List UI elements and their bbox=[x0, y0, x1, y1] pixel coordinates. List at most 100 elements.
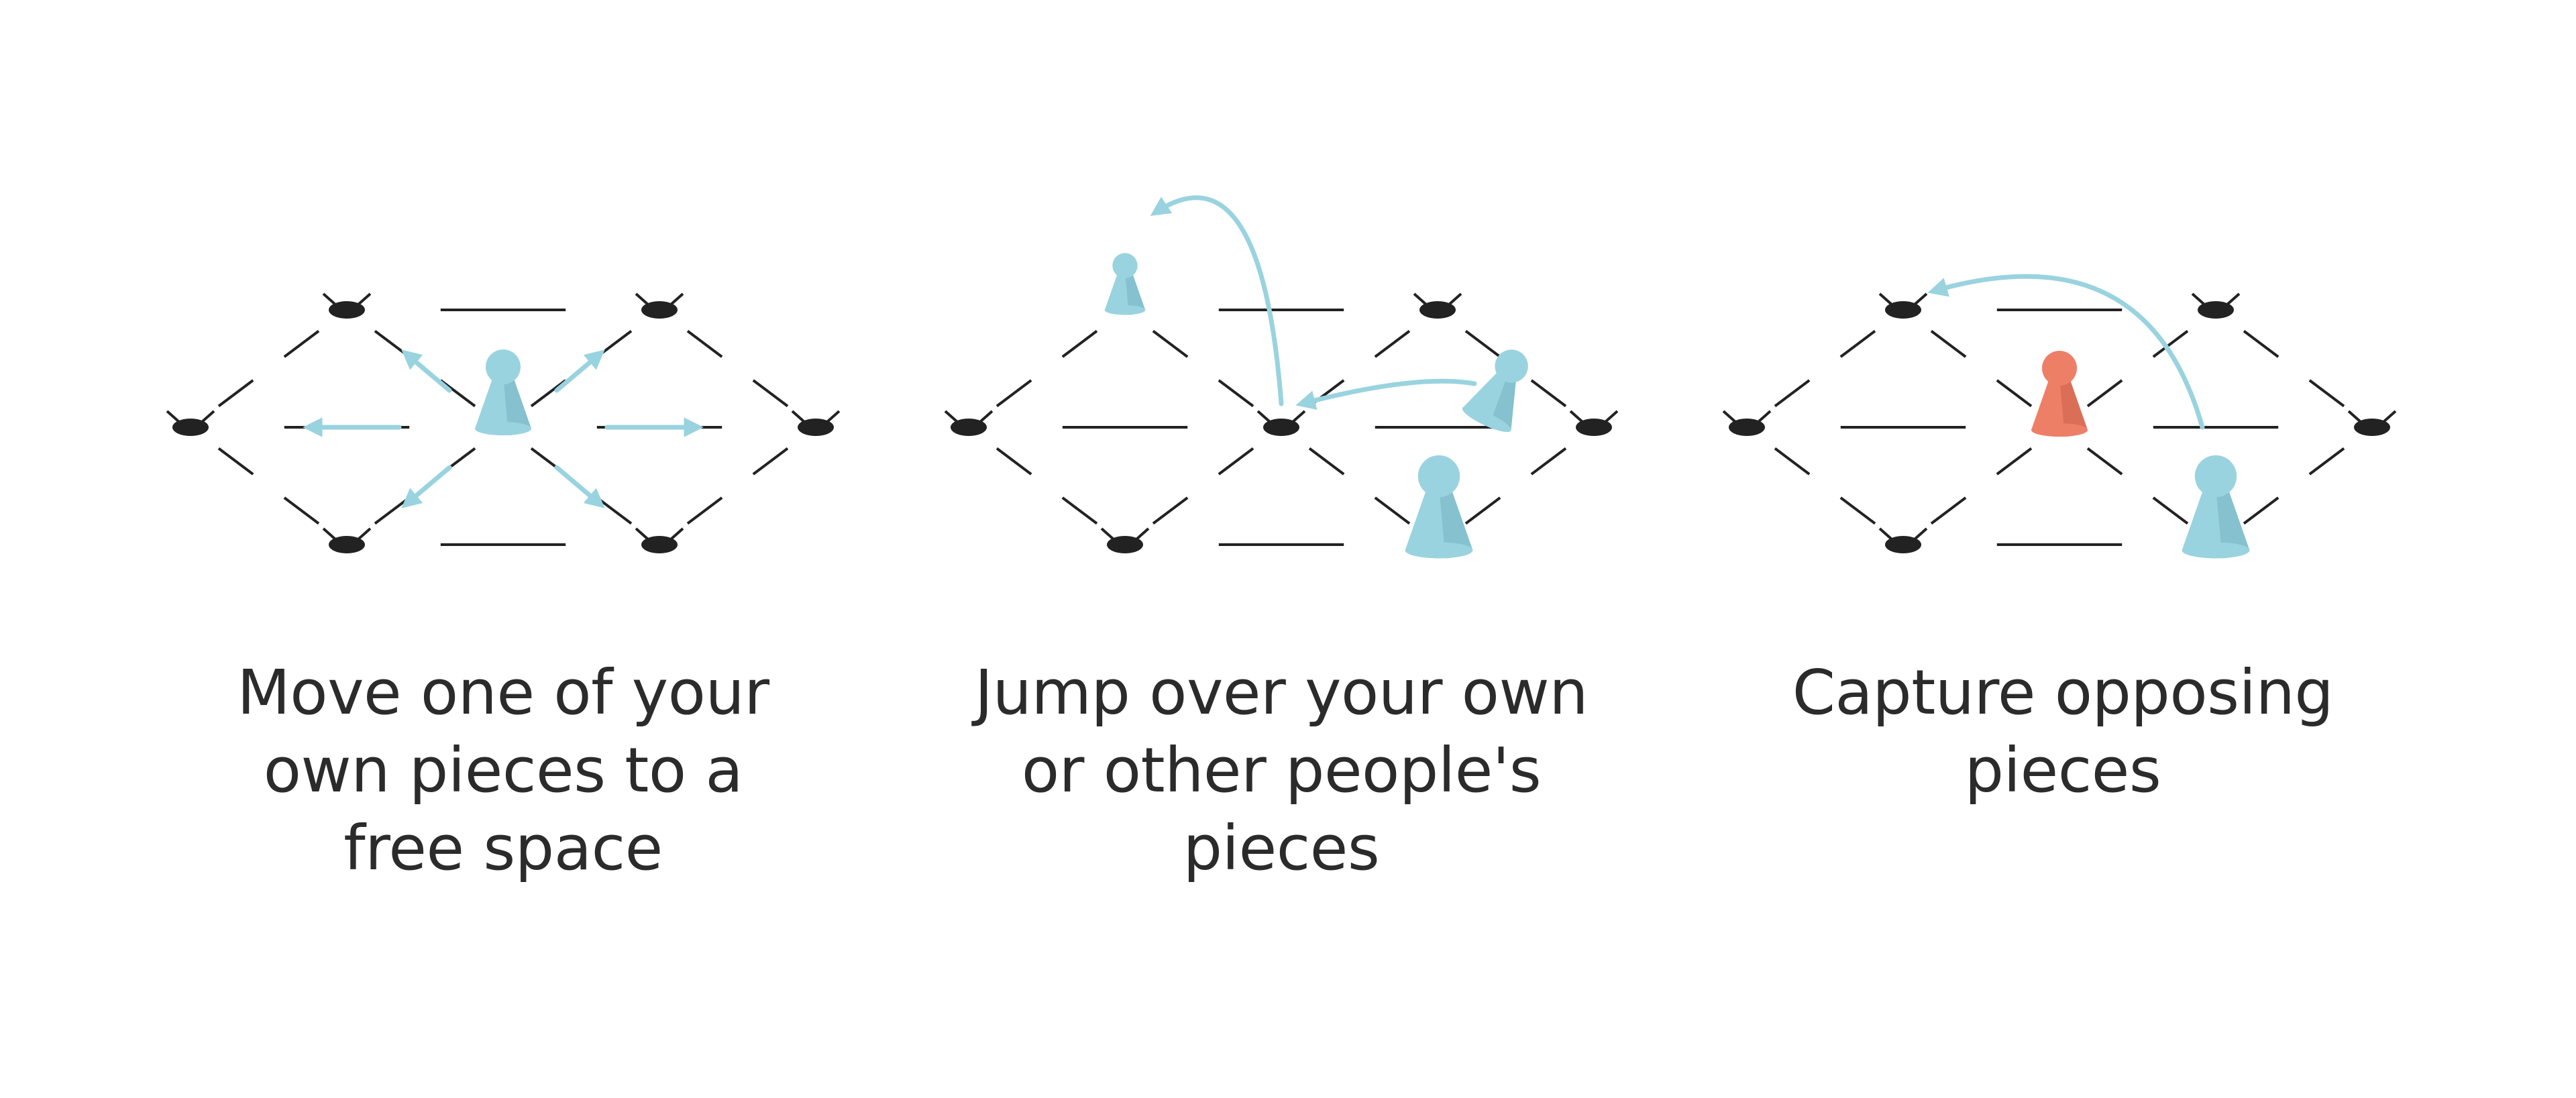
board-node-l-stub-a bbox=[166, 410, 186, 429]
own-piece-large-head bbox=[1417, 455, 1460, 498]
board-node-bl-stub-b bbox=[351, 527, 372, 546]
board-edge-5-dash-2 bbox=[1839, 496, 1876, 525]
panel-capture bbox=[1722, 274, 2397, 559]
own-piece-landed-head bbox=[1112, 253, 1138, 278]
board-edge-1-dash-2 bbox=[283, 329, 320, 358]
board-node-r-stub-b bbox=[2376, 410, 2397, 429]
board-edge-6-dash-2 bbox=[1218, 447, 1254, 476]
arrow-jump-short bbox=[1295, 378, 1477, 410]
board-node-l-stub-a bbox=[944, 410, 965, 429]
own-piece-shade bbox=[503, 375, 531, 435]
own-piece-large-base bbox=[1405, 542, 1473, 559]
own-piece-base bbox=[475, 422, 531, 435]
own-piece-large bbox=[1405, 455, 1473, 559]
board-edge-2-dash-1 bbox=[1930, 329, 1967, 358]
board-edge-5-dash-1 bbox=[1774, 447, 1811, 476]
own-piece-landed-base bbox=[1104, 305, 1146, 315]
board-edge-8-dash-1 bbox=[686, 496, 723, 525]
board-node-l-stub-b bbox=[973, 410, 994, 429]
board-edge-4-dash-2 bbox=[752, 379, 789, 408]
board-edge-4-dash-1 bbox=[2243, 329, 2279, 358]
own-piece-jumping-base bbox=[1462, 406, 1511, 433]
board-edge-4-dash-2 bbox=[1530, 379, 1567, 408]
caption-move-line-2: own pieces to a bbox=[263, 734, 743, 806]
arrow-capture bbox=[1927, 274, 2205, 430]
board-node-r-stub-a bbox=[2347, 410, 2368, 429]
board-edge-2-dash-2 bbox=[439, 379, 476, 408]
board-node-r-stub-a bbox=[791, 410, 812, 429]
board-edge-8-dash-2 bbox=[752, 447, 789, 476]
board-node-tr-stub-b bbox=[1442, 292, 1462, 311]
board-node-c-stub-a bbox=[1256, 410, 1277, 429]
opponent-piece bbox=[2031, 351, 2088, 437]
board-edge-7-dash-2 bbox=[2152, 496, 2189, 525]
board-edge-6-dash-1 bbox=[1152, 496, 1189, 525]
board-edge-5-dash-2 bbox=[283, 496, 320, 525]
board-edge-5-dash-1 bbox=[996, 447, 1032, 476]
board-node-bl-stub-b bbox=[1129, 527, 1150, 546]
board-edge-7-dash-1 bbox=[1308, 447, 1345, 476]
panel-move bbox=[166, 292, 841, 553]
caption-capture-line-2: pieces bbox=[1964, 734, 2161, 806]
board-edge-7-dash-1 bbox=[2086, 447, 2123, 476]
opponent-piece-head bbox=[2042, 351, 2077, 386]
caption-move-line-1: Move one of your bbox=[237, 657, 769, 728]
caption-move: Move one of your own pieces to a free sp… bbox=[134, 654, 872, 887]
board-node-l-stub-b bbox=[1751, 410, 1772, 429]
board-node-br-stub-b bbox=[663, 527, 684, 546]
arrow-up-right bbox=[554, 349, 605, 393]
own-piece-landed bbox=[1104, 253, 1146, 315]
board-node-tr-stub-a bbox=[635, 292, 655, 311]
arrow-up-left bbox=[401, 349, 452, 393]
caption-jump-line-2: or other people's bbox=[1021, 734, 1542, 806]
opponent-piece-shade bbox=[2059, 376, 2088, 437]
board-edge-2-dash-1 bbox=[1152, 329, 1189, 358]
own-piece-large-shade bbox=[1439, 486, 1473, 559]
board-node-bl-stub-a bbox=[322, 527, 343, 546]
own-piece-jumping-shade bbox=[1489, 373, 1517, 431]
board-edge-8-dash-1 bbox=[2243, 496, 2279, 525]
board-edge-5-dash-2 bbox=[1061, 496, 1098, 525]
board-node-tl-stub-b bbox=[1907, 292, 1928, 311]
board-node-r-stub-b bbox=[1598, 410, 1619, 429]
board-node-c-stub-b bbox=[1285, 410, 1306, 429]
board-edge-1-dash-1 bbox=[217, 379, 254, 408]
own-piece-capturing-shade bbox=[2216, 486, 2250, 559]
own-piece-capturing-base bbox=[2182, 542, 2250, 559]
board-edge-1-dash-1 bbox=[996, 379, 1032, 408]
panel-jump bbox=[944, 195, 1619, 559]
board-edge-6-dash-2 bbox=[1996, 447, 2033, 476]
caption-capture-line-1: Capture opposing bbox=[1792, 657, 2334, 728]
own-piece-landed-shade bbox=[1125, 271, 1146, 315]
board-edge-2-dash-2 bbox=[1218, 379, 1254, 408]
own-piece-head bbox=[486, 349, 521, 384]
arrow-down-right bbox=[554, 465, 605, 508]
board-edge-8-dash-2 bbox=[2308, 447, 2345, 476]
board-edge-4-dash-2 bbox=[2308, 379, 2345, 408]
board-node-tl-stub-a bbox=[1878, 292, 1899, 311]
caption-jump-line-3: pieces bbox=[1183, 812, 1380, 884]
caption-move-line-3: free space bbox=[343, 812, 663, 884]
board-edge-3-dash-1 bbox=[530, 379, 567, 408]
board-node-tr-stub-a bbox=[1413, 292, 1434, 311]
opponent-piece-base bbox=[2031, 423, 2088, 437]
own-piece bbox=[475, 349, 531, 435]
caption-jump-line-1: Jump over your own bbox=[974, 657, 1589, 728]
board-node-r-stub-b bbox=[820, 410, 841, 429]
board-edge-1-dash-2 bbox=[1061, 329, 1098, 358]
board-edge-2-dash-2 bbox=[1996, 379, 2033, 408]
board-edge-1-dash-1 bbox=[1774, 379, 1811, 408]
board-edge-5-dash-1 bbox=[217, 447, 254, 476]
board-node-tl-stub-a bbox=[322, 292, 343, 311]
board-node-l-stub-b bbox=[195, 410, 215, 429]
own-piece-jumping-head bbox=[1495, 349, 1528, 383]
board-edge-4-dash-1 bbox=[1464, 329, 1501, 358]
board-node-bl-stub-a bbox=[1100, 527, 1121, 546]
arrow-jump-long bbox=[1150, 195, 1284, 406]
own-piece-capturing bbox=[2182, 455, 2250, 559]
board-node-br-stub-a bbox=[635, 527, 655, 546]
board-edge-8-dash-1 bbox=[1464, 496, 1501, 525]
board-edge-7-dash-2 bbox=[1374, 496, 1411, 525]
board-edge-7-dash-2 bbox=[596, 496, 633, 525]
